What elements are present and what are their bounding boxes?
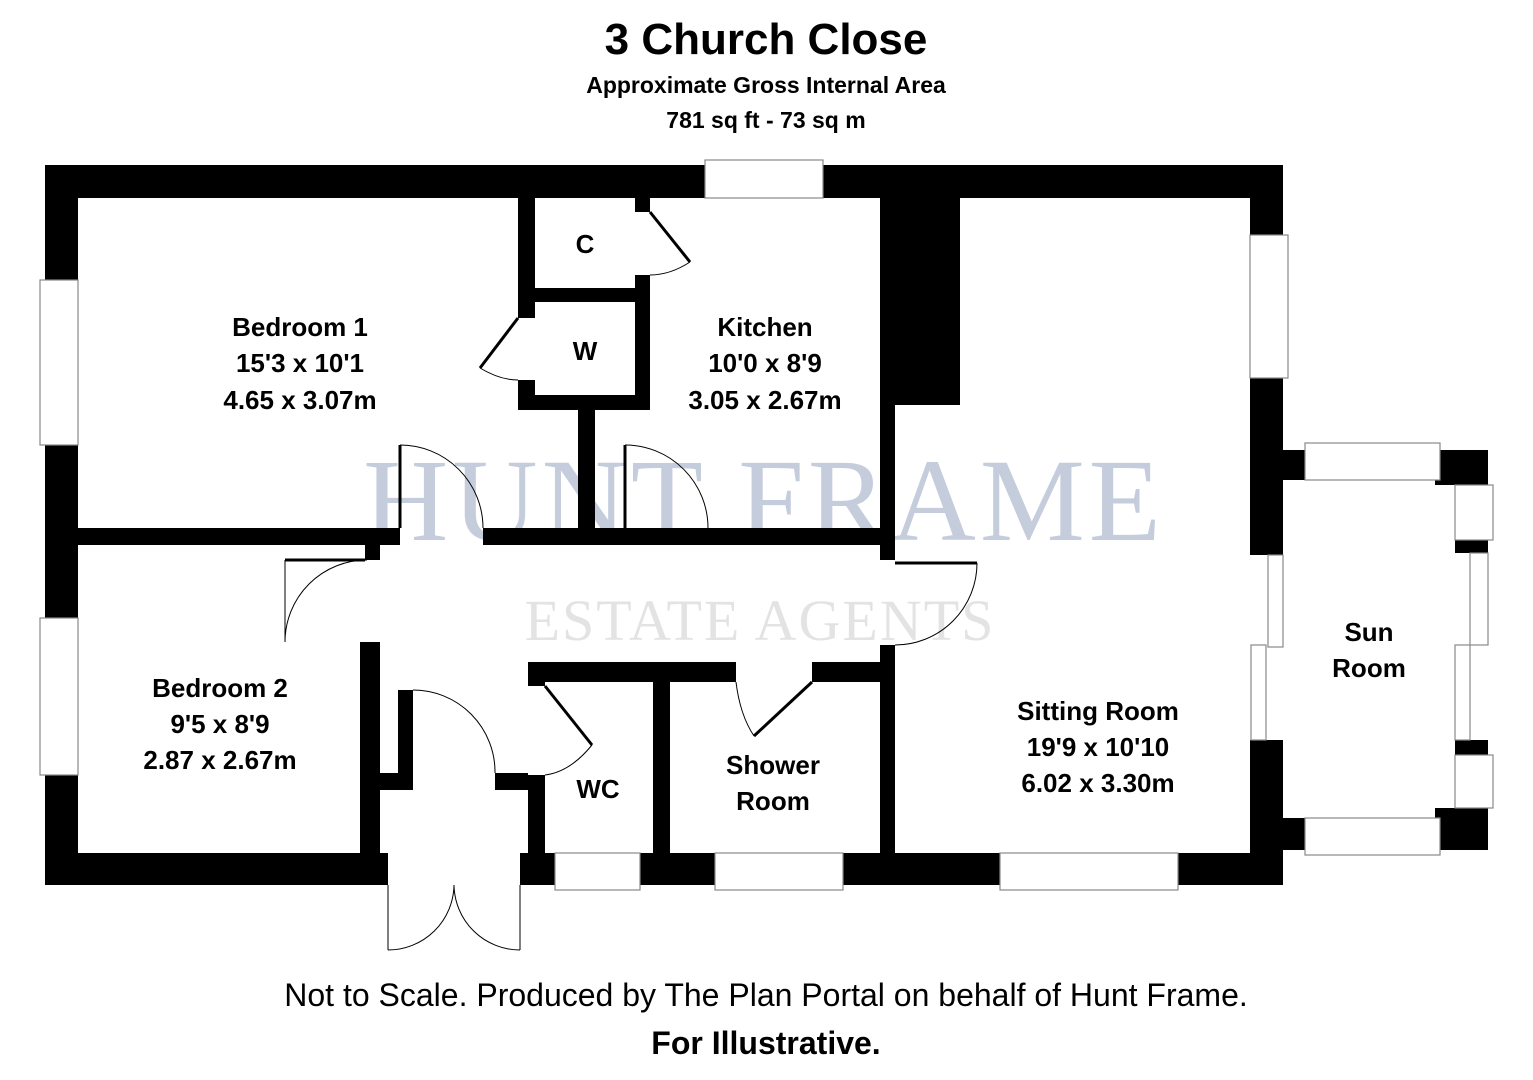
room-shower-room: Shower Room [726, 750, 820, 816]
room-kitchen: Kitchen 10'0 x 8'9 3.05 x 2.67m [688, 312, 841, 415]
room-name: Bedroom 1 [232, 312, 368, 342]
room-imperial: 15'3 x 10'1 [236, 348, 364, 378]
room-bedroom-1: Bedroom 1 15'3 x 10'1 4.65 x 3.07m [223, 312, 376, 415]
room-imperial: 19'9 x 10'10 [1027, 732, 1170, 762]
disclaimer: Not to Scale. Produced by The Plan Porta… [284, 977, 1248, 1013]
room-metric: 2.87 x 2.67m [143, 745, 296, 775]
plan-title: 3 Church Close [605, 15, 928, 64]
room-metric: 4.65 x 3.07m [223, 385, 376, 415]
room-imperial: 9'5 x 8'9 [170, 709, 269, 739]
room-name-line2: Room [736, 786, 810, 816]
room-metric: 6.02 x 3.30m [1021, 768, 1174, 798]
room-name: Sitting Room [1017, 696, 1179, 726]
room-bedroom-2: Bedroom 2 9'5 x 8'9 2.87 x 2.67m [143, 673, 296, 775]
watermark-tagline: ESTATE AGENTS [525, 588, 996, 653]
room-imperial: 10'0 x 8'9 [708, 348, 822, 378]
room-sun-room: Sun Room [1332, 617, 1406, 683]
room-name: Bedroom 2 [152, 673, 288, 703]
plan-subtitle: Approximate Gross Internal Area [586, 72, 946, 98]
windows [39, 159, 1494, 891]
room-sitting-room: Sitting Room 19'9 x 10'10 6.02 x 3.30m [1017, 696, 1179, 798]
walls [45, 165, 1488, 885]
illustrative-note: For Illustrative. [651, 1025, 880, 1061]
room-name-line1: Shower [726, 750, 820, 780]
room-wc: WC [576, 774, 620, 804]
room-name: Kitchen [717, 312, 812, 342]
watermark-brand: HUNT FRAME [363, 435, 1165, 566]
room-cupboard: C [576, 229, 595, 259]
room-name-line1: Sun [1344, 617, 1393, 647]
gross-area: 781 sq ft - 73 sq m [666, 107, 865, 133]
room-name-line2: Room [1332, 653, 1406, 683]
room-metric: 3.05 x 2.67m [688, 385, 841, 415]
doors [284, 211, 978, 951]
room-wardrobe: W [573, 336, 598, 366]
